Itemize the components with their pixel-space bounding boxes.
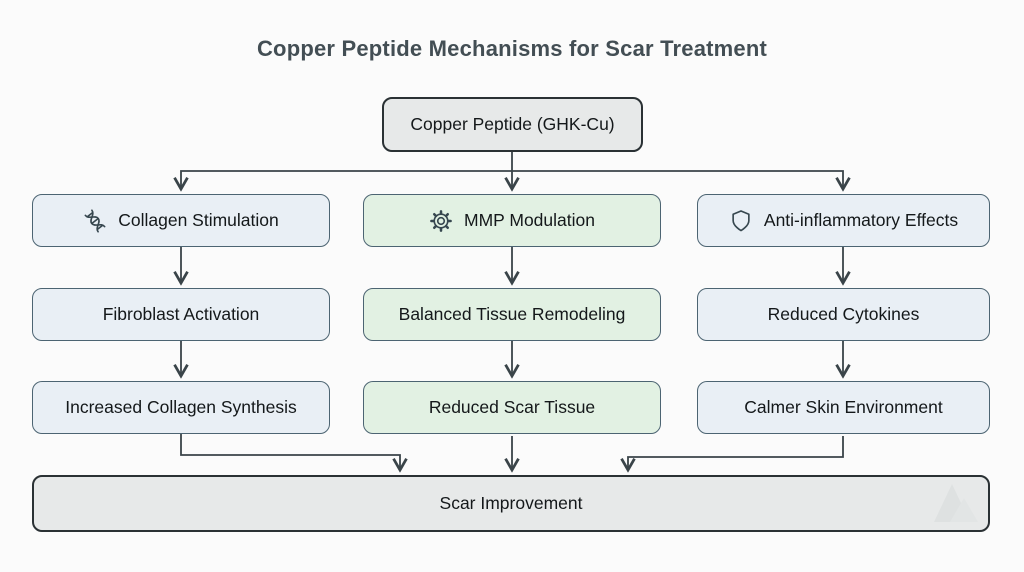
- dna-icon: [83, 208, 107, 233]
- connector-calmer-to-improvement: [628, 436, 844, 470]
- node-reduced-cytokines: Reduced Cytokines: [697, 288, 990, 341]
- node-label: Collagen Stimulation: [118, 210, 279, 230]
- node-increased-collagen-synthesis: Increased Collagen Synthesis: [32, 381, 330, 434]
- node-collagen-stimulation: Collagen Stimulation: [32, 194, 330, 247]
- node-label: Increased Collagen Synthesis: [65, 397, 297, 417]
- gear-icon: [429, 209, 453, 233]
- node-label: MMP Modulation: [464, 210, 595, 230]
- shield-icon: [729, 209, 753, 233]
- node-label: Anti-inflammatory Effects: [763, 210, 959, 230]
- node-calmer-skin-environment: Calmer Skin Environment: [697, 381, 990, 434]
- node-copper-peptide: Copper Peptide (GHK-Cu): [382, 97, 643, 152]
- node-label: Balanced Tissue Remodeling: [398, 304, 626, 324]
- node-label: Calmer Skin Environment: [744, 397, 943, 417]
- node-reduced-scar-tissue: Reduced Scar Tissue: [363, 381, 661, 434]
- node-label: Reduced Scar Tissue: [428, 397, 596, 417]
- connector-root-to-collagen: [181, 170, 512, 189]
- watermark: [926, 478, 978, 527]
- node-scar-improvement: Scar Improvement: [32, 475, 990, 532]
- connector-synthesis-to-improvement: [180, 434, 400, 470]
- page-title: Copper Peptide Mechanisms for Scar Treat…: [256, 36, 768, 61]
- node-label: Reduced Cytokines: [767, 304, 920, 324]
- connector-root-to-antiinflammatory: [512, 170, 843, 189]
- node-label: Copper Peptide (GHK-Cu): [410, 114, 615, 134]
- node-label: Fibroblast Activation: [102, 304, 260, 324]
- node-balanced-tissue-remodeling: Balanced Tissue Remodeling: [363, 288, 661, 341]
- node-anti-inflammatory-effects: Anti-inflammatory Effects: [697, 194, 990, 247]
- node-fibroblast-activation: Fibroblast Activation: [32, 288, 330, 341]
- node-label: Scar Improvement: [439, 493, 583, 513]
- node-mmp-modulation: MMP Modulation: [363, 194, 661, 247]
